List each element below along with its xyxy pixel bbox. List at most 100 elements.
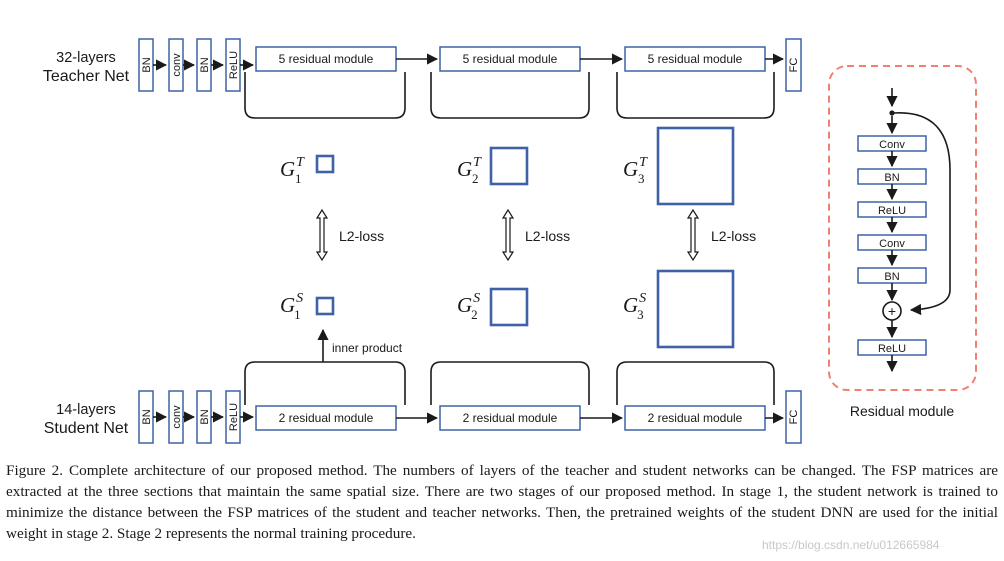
residual-skip-connection [893,112,951,316]
fsp-teacher-3-subscript: 3 [638,171,645,186]
fsp-matrix-teacher-1 [315,154,335,174]
teacher-stem-relu: ReLU [225,38,241,92]
student-module-3-label: 2 residual module [648,411,743,425]
student-stem-bn1-label: BN [141,409,153,424]
residual-layer-bn-1: BN [857,168,927,185]
teacher-module-3: 5 residual module [616,46,775,119]
fsp-teacher-2-symbol: G [457,157,472,181]
figure-caption: Figure 2. Complete architecture of our p… [6,462,998,542]
fsp-student-3-subscript: 3 [637,307,644,322]
student-module-2: 2 residual module [430,361,590,431]
residual-layer-conv-2-label: Conv [879,238,905,250]
teacher-network: 32-layers Teacher Net BN conv BN ReLU 5 … [43,38,802,119]
student-stem-conv-label: conv [171,405,183,429]
fsp-teacher-1-subscript: 1 [295,171,302,186]
student-module-2-label: 2 residual module [463,411,558,425]
teacher-module-2-bracket [430,72,590,119]
student-network: 14-layers Student Net BN conv BN ReLU 2 … [44,361,802,444]
fsp-student-2-symbol: G [457,293,472,317]
l2-loss-label-3: L2-loss [711,228,756,244]
student-stem-relu-label: ReLU [228,403,240,431]
residual-layer-conv-2: Conv [857,234,927,251]
student-stem-bn2-label: BN [199,409,211,424]
fsp-teacher-3-symbol: G [623,157,638,181]
fsp-matrix-student-1 [315,296,335,316]
l2-loss-label-2: L2-loss [525,228,570,244]
fsp-student-3-superscript: S [639,291,646,306]
student-module-1: 2 residual module [244,361,406,431]
student-label-line1: 14-layers [56,402,116,418]
teacher-stem-bn1: BN [138,38,154,92]
teacher-module-3-label: 5 residual module [648,52,743,66]
fsp-student-3-symbol: G [623,293,638,317]
svg-text:GS3: GS3 [623,291,646,322]
fsp-matrix-teacher-3 [656,126,735,206]
student-stem-bn1: BN [138,390,154,444]
residual-layer-relu-final-label: ReLU [878,343,906,355]
l2-loss-arrow-3 [686,208,700,262]
teacher-stem-bn1-label: BN [141,57,153,72]
teacher-module-1: 5 residual module [244,46,406,119]
residual-layer-relu-final: ReLU [857,339,927,356]
residual-layer-bn-1-label: BN [884,172,899,184]
teacher-label-line1: 32-layers [56,50,116,66]
student-module-3-bracket [616,361,775,405]
teacher-module-3-bracket [616,72,775,119]
residual-add-symbol: + [888,303,896,319]
l2-loss-arrow-1 [315,208,329,262]
fsp-student-1-symbol: G [280,293,295,317]
fsp-teacher-3-superscript: T [639,155,648,170]
student-module-3: 2 residual module [616,361,775,431]
svg-text:GS2: GS2 [457,291,480,322]
svg-text:GS1: GS1 [280,291,303,322]
fsp-student-1-superscript: S [296,291,303,306]
teacher-fc-label: FC [788,58,800,73]
svg-text:GT1: GT1 [280,155,305,186]
residual-layer-relu-1: ReLU [857,201,927,218]
fsp-student-1-subscript: 1 [294,307,301,322]
fsp-matrix-student-2 [489,287,529,327]
student-module-1-bracket [244,361,406,405]
residual-split-dot [889,110,895,116]
inner-product-label: inner product [332,341,403,355]
residual-layer-bn-2: BN [857,267,927,284]
residual-add-node: + [882,301,902,321]
watermark: https://blog.csdn.net/u012665984 [762,538,940,552]
teacher-fc: FC [785,38,802,92]
student-label-line2: Student Net [44,420,129,437]
student-stem-relu: ReLU [225,390,241,444]
teacher-module-1-label: 5 residual module [279,52,374,66]
residual-module-panel: Conv BN ReLU Conv BN + ReLU [828,65,977,419]
residual-layer-conv-1: Conv [857,135,927,152]
student-module-1-label: 2 residual module [279,411,374,425]
teacher-label-line2: Teacher Net [43,68,130,85]
fsp-matrix-teacher-2 [489,146,529,186]
teacher-module-1-bracket [244,72,406,119]
fsp-matrix-student-3 [656,269,735,349]
fsp-student-2-superscript: S [473,291,480,306]
residual-module-border [828,65,977,391]
student-fc: FC [785,390,802,444]
teacher-stem-conv: conv [168,38,184,92]
student-stem-bn2: BN [196,390,212,444]
svg-text:GT3: GT3 [623,155,648,186]
teacher-module-2: 5 residual module [430,46,590,119]
teacher-stem-conv-label: conv [171,53,183,77]
teacher-stem-relu-label: ReLU [228,51,240,79]
fsp-teacher-2-subscript: 2 [472,171,479,186]
svg-text:GT2: GT2 [457,155,482,186]
residual-module-title: Residual module [850,403,954,419]
l2-loss-label-1: L2-loss [339,228,384,244]
residual-layer-bn-2-label: BN [884,271,899,283]
teacher-stem-bn2-label: BN [199,57,211,72]
student-fc-label: FC [788,410,800,425]
